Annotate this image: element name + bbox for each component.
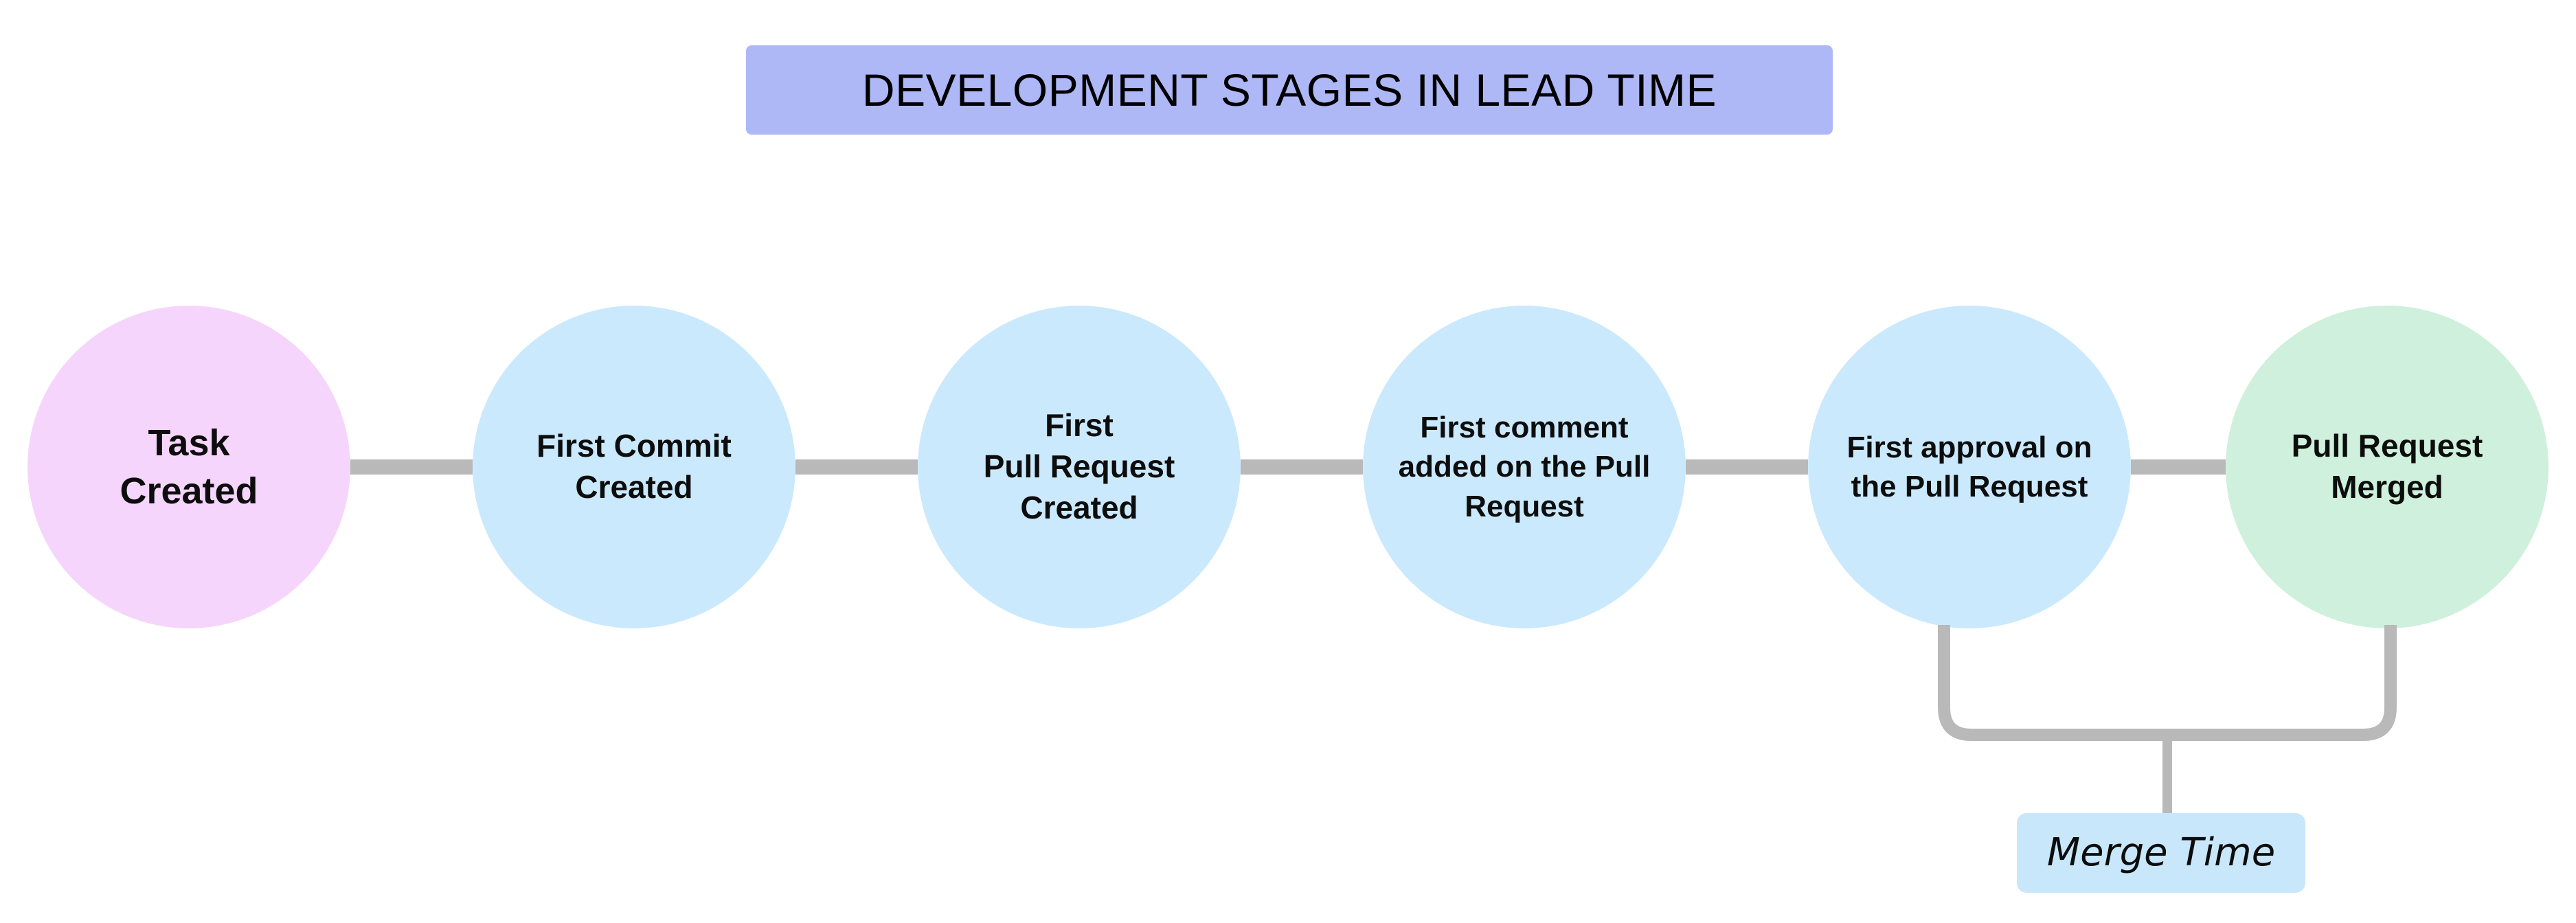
merge-time-label: Merge Time xyxy=(2046,830,2276,875)
connector-first-comment-to-first-approval xyxy=(1686,459,1808,475)
stage-label-first-approval-on-pull-request: First approval on the Pull Request xyxy=(1846,430,2092,503)
stage-label-first-pull-request-created: First Pull Request Created xyxy=(983,407,1175,525)
page-title: DEVELOPMENT STAGES IN LEAD TIME xyxy=(861,65,1717,115)
stage-node-first-commit-created[interactable]: First Commit Created xyxy=(473,306,795,628)
connector-task-created-to-first-commit-created xyxy=(350,459,473,475)
connector-first-commit-created-to-first-pull-request-created xyxy=(795,459,918,475)
stage-label-first-comment-on-pull-request: First comment added on the Pull Request xyxy=(1398,411,1651,523)
merge-time-bracket xyxy=(1938,625,2397,814)
stage-node-first-approval-on-pull-request[interactable]: First approval on the Pull Request xyxy=(1808,306,2131,628)
stage-node-pull-request-merged[interactable]: Pull Request Merged xyxy=(2226,306,2549,628)
merge-time-annotation[interactable]: Merge Time xyxy=(2017,813,2305,893)
stage-node-first-pull-request-created[interactable]: First Pull Request Created xyxy=(918,306,1241,628)
connector-first-approval-to-pull-request-merged xyxy=(2131,459,2226,475)
stage-label-pull-request-merged: Pull Request Merged xyxy=(2291,428,2483,505)
bracket-path xyxy=(1938,625,2397,741)
connector-first-pull-request-created-to-first-comment xyxy=(1241,459,1363,475)
stage-label-task-created: Task Created xyxy=(120,422,258,512)
stage-node-task-created[interactable]: Task Created xyxy=(27,306,350,628)
stage-node-first-comment-on-pull-request[interactable]: First comment added on the Pull Request xyxy=(1363,306,1686,628)
page-title-banner: DEVELOPMENT STAGES IN LEAD TIME xyxy=(746,45,1833,135)
stage-label-first-commit-created: First Commit Created xyxy=(536,428,732,505)
